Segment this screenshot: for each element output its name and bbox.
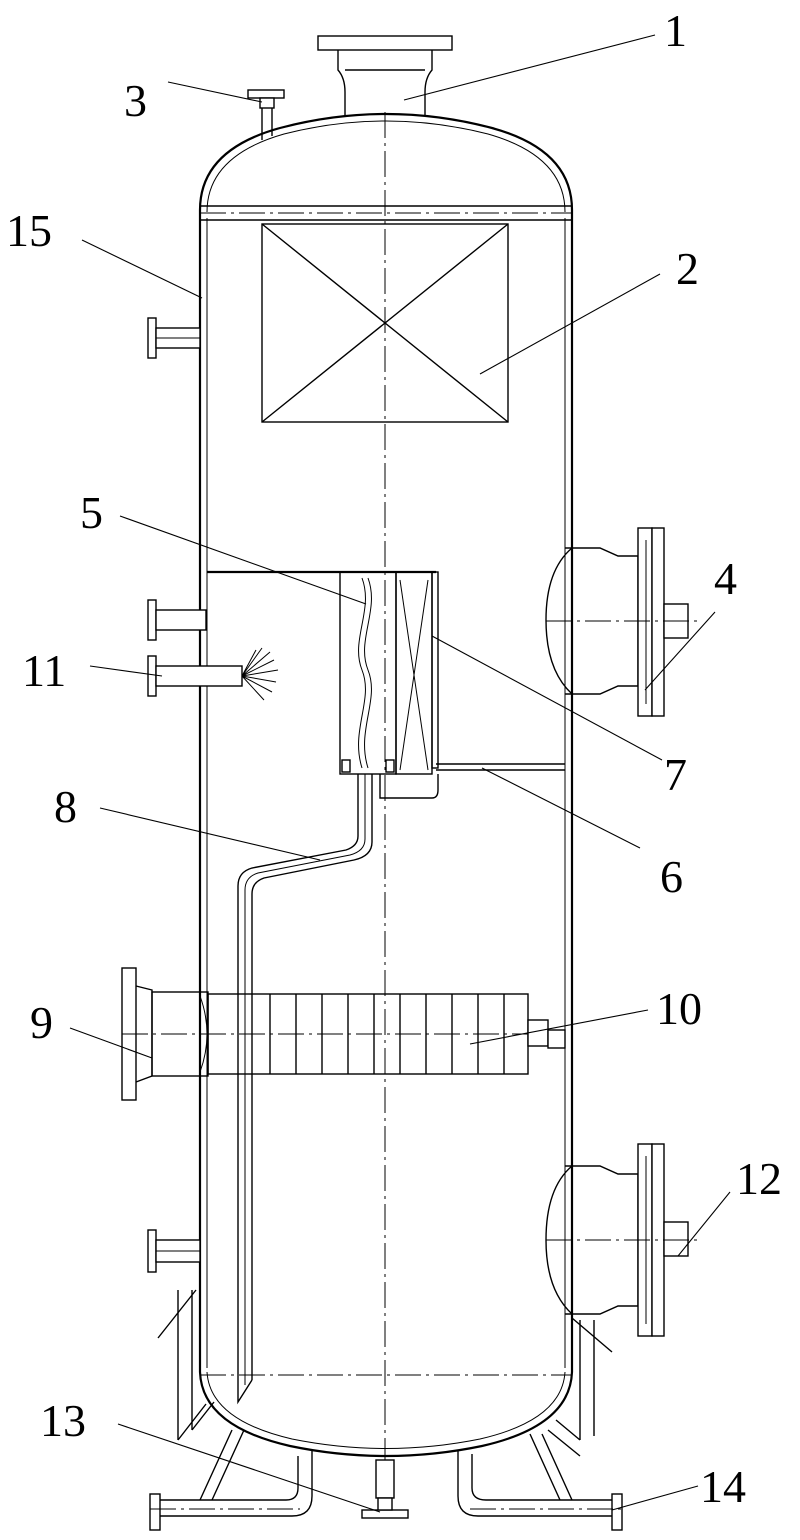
label-5: 5 [80,487,103,538]
leader-11 [89,665,163,677]
label-7: 7 [664,749,687,800]
label-14: 14 [700,1461,746,1512]
distributor-pipe [207,993,566,1075]
leader-3 [167,81,263,103]
leader-7 [431,635,663,761]
label-9: 9 [30,997,53,1048]
left-leg [157,1289,215,1441]
leader-6 [481,767,641,849]
left-small-nozzle-middle [147,599,207,641]
right-leg [547,1317,613,1457]
leader-2 [479,273,661,375]
label-2: 2 [676,243,699,294]
leader-14 [611,1485,699,1511]
label-12: 12 [736,1153,782,1204]
leader-lines [69,34,731,1513]
cyclone-box [339,571,439,775]
left-small-nozzle-upper [147,317,201,359]
label-6: 6 [660,851,683,902]
baffle-plate [207,570,565,771]
leader-1 [403,34,656,101]
downcomer-pipe [237,774,373,1405]
right-nozzle-upper [545,527,700,717]
leader-10 [469,1009,649,1045]
vessel-shell [198,112,574,1500]
label-10: 10 [656,983,702,1034]
vent-nozzle [247,89,285,140]
part-labels: 1 3 15 2 5 4 11 7 8 6 9 10 12 13 14 [6,5,782,1512]
inlet-nozzle [121,967,560,1101]
demister-pad [261,223,509,423]
leader-12 [677,1191,731,1257]
label-15: 15 [6,205,52,256]
label-4: 4 [714,553,737,604]
bottom-right-pipe [457,1433,623,1531]
leader-15 [81,239,203,299]
bottom-drain-nozzle [361,1459,409,1519]
right-nozzle-lower [545,1143,700,1337]
leader-13 [117,1423,381,1513]
left-small-nozzle-lower [147,1229,201,1273]
label-11: 11 [22,645,66,696]
leader-9 [69,1027,153,1059]
label-8: 8 [54,781,77,832]
leader-8 [99,807,321,861]
leader-5 [119,515,367,605]
spray-nozzle [147,647,279,701]
leader-4 [644,611,716,691]
label-3: 3 [124,75,147,126]
drain-cup [379,774,439,799]
bottom-left-pipe [149,1429,313,1531]
top-outlet-nozzle [317,35,453,116]
label-13: 13 [40,1395,86,1446]
label-1: 1 [664,5,687,56]
